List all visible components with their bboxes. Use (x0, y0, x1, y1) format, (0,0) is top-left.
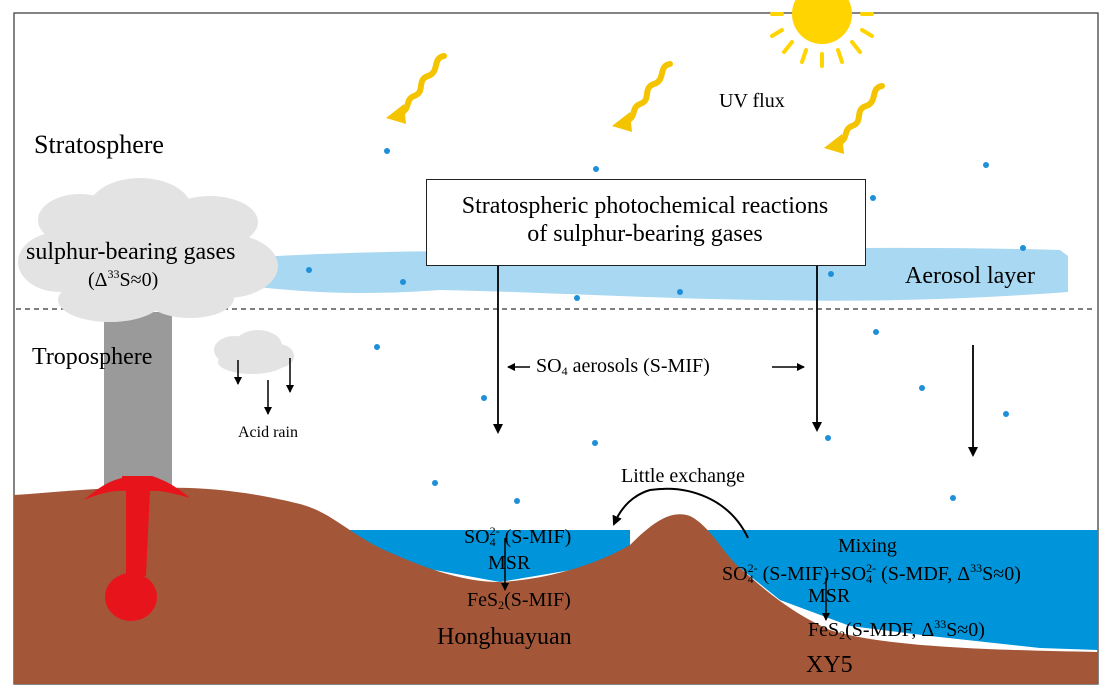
uv-flux-label: UV flux (719, 90, 785, 112)
little-exchange-label: Little exchange (621, 465, 745, 487)
right-msr-label: MSR (808, 585, 851, 607)
stratosphere-label: Stratosphere (34, 130, 164, 159)
gases-delta-label: (Δ33S≈0) (88, 267, 159, 291)
right-so4-label: SO42- (S-MIF)+SO42- (S-MDF, Δ33S≈0) (722, 561, 1021, 586)
acid-rain-label: Acid rain (238, 424, 298, 441)
magma-chamber (105, 573, 157, 621)
troposphere-label: Troposphere (32, 344, 153, 370)
reaction-box-line1: Stratospheric photochemical reactions (461, 193, 829, 219)
so4-aerosols-label: SO4 aerosols (S-MIF) (536, 355, 710, 378)
magma-conduit (84, 476, 190, 576)
gas-cloud (18, 178, 278, 322)
left-so4-label: SO42- (S-MIF) (464, 524, 572, 549)
sea-left (340, 530, 630, 582)
reaction-box-line2: of sulphur-bearing gases (527, 221, 763, 247)
exchange-arrow (612, 487, 749, 539)
aerosol-down-arrows (493, 265, 978, 457)
sea-right (700, 530, 1098, 650)
gases-label: sulphur-bearing gases (26, 239, 236, 265)
msr-arrows (501, 538, 830, 621)
reaction-box (426, 179, 866, 266)
acid-rain-cloud (214, 330, 294, 374)
left-fes2-label: FeS2(S-MIF) (467, 589, 571, 612)
aerosol-layer-label: Aerosol layer (905, 263, 1035, 289)
xy5-label: XY5 (806, 652, 853, 678)
acid-rain-arrows (234, 358, 294, 415)
left-msr-label: MSR (488, 552, 531, 574)
honghuayuan-label: Honghuayuan (437, 624, 572, 650)
land (14, 487, 1098, 684)
sun-icon (770, 0, 874, 68)
mixing-label: Mixing (838, 535, 897, 557)
volcanic-column (104, 312, 172, 490)
right-fes2-label: FeS2(S-MDF, Δ33S≈0) (808, 617, 985, 642)
